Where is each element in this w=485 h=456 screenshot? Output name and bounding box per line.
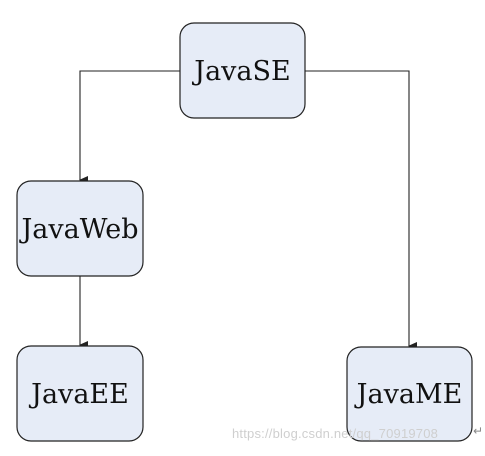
node-javase: JavaSE xyxy=(179,22,306,119)
edge-javase-to-javame xyxy=(305,70,417,350)
node-javaweb-label: JavaWeb xyxy=(18,214,138,245)
node-javase-label: JavaSE xyxy=(191,56,290,87)
edge-javase-to-javaweb xyxy=(79,70,180,184)
node-javaee: JavaEE xyxy=(16,345,144,442)
node-javaweb: JavaWeb xyxy=(16,180,144,277)
node-javame-label: JavaME xyxy=(354,379,463,410)
node-javame: JavaME xyxy=(346,346,473,442)
node-javaee-label: JavaEE xyxy=(28,379,129,410)
paragraph-return-icon: ↵ xyxy=(473,424,484,438)
watermark-url: https://blog.csdn.net/qq_70919708 xyxy=(232,426,439,441)
